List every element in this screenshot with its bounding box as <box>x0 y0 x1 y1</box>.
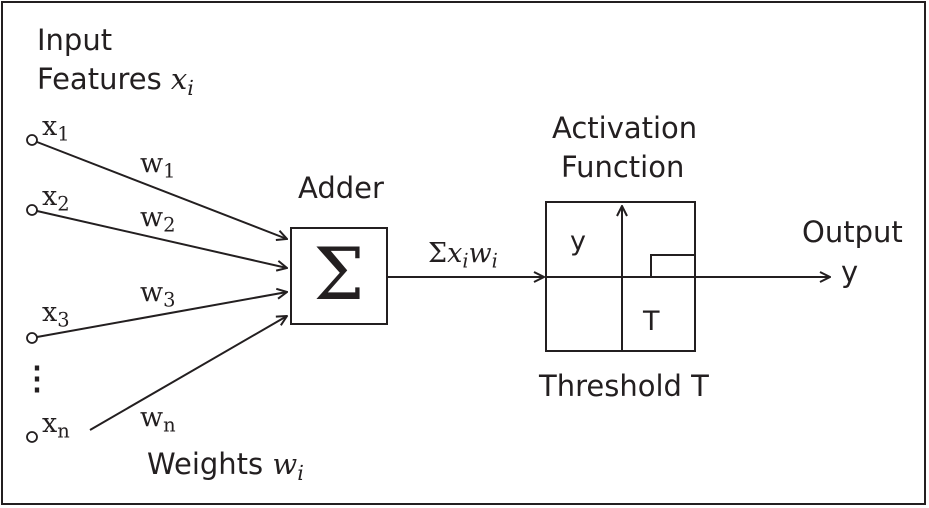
input-title-line1: Input <box>37 23 113 57</box>
output-symbol: y <box>841 255 859 289</box>
input-label-n: xn <box>42 408 70 443</box>
sigma-icon: Σ <box>313 232 365 316</box>
input-node-1 <box>26 134 38 146</box>
input-node-n <box>26 431 38 443</box>
connection-3 <box>36 292 287 338</box>
input-node-2 <box>26 204 38 216</box>
ellipsis-icon: ⋮ <box>21 359 53 397</box>
connection-1 <box>36 141 287 239</box>
output-label: Output <box>802 215 903 249</box>
adder-box: Σ <box>290 227 388 325</box>
threshold-caption: Threshold T <box>539 369 709 403</box>
threshold-marker: T <box>643 306 660 337</box>
weight-label-2: w2 <box>140 202 176 237</box>
weights-caption: Weights wi <box>147 447 304 485</box>
input-title-line2: Features xi <box>37 62 194 100</box>
weight-label-1: w1 <box>140 148 176 183</box>
step-function-curve <box>650 254 695 277</box>
weight-label-n: wn <box>140 402 176 437</box>
sum-label: Σxiwi <box>428 238 498 273</box>
input-label-1: x1 <box>42 111 70 146</box>
connection-n <box>89 316 287 431</box>
weight-label-3: w3 <box>140 277 176 312</box>
adder-label: Adder <box>298 171 384 205</box>
activation-title-line2: Function <box>561 150 685 184</box>
input-node-3 <box>26 332 38 344</box>
activation-y-label: y <box>570 226 586 257</box>
input-var: x <box>170 62 188 96</box>
connection-2 <box>36 210 287 268</box>
input-label-2: x2 <box>42 181 70 216</box>
activation-title-line1: Activation <box>552 111 698 145</box>
input-label-3: x3 <box>42 297 70 332</box>
